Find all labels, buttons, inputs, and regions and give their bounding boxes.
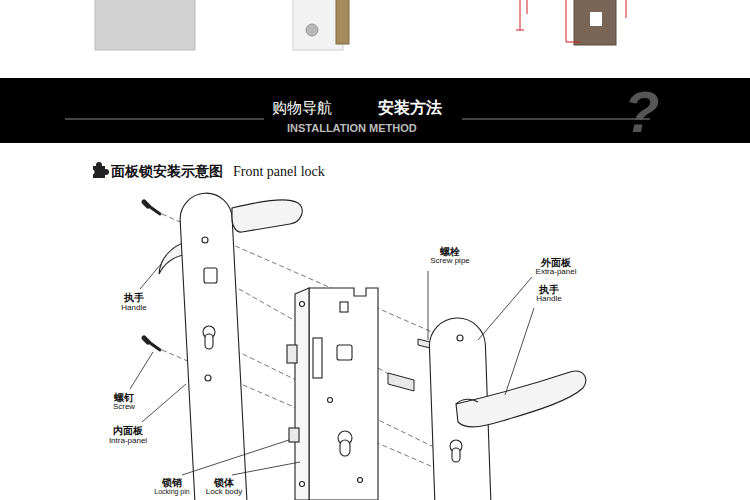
part-name-en: Handle xyxy=(536,295,561,304)
lock-body-part xyxy=(340,302,348,312)
band-rule xyxy=(462,119,650,120)
part-name: 执手 xyxy=(124,292,144,303)
part-name: 内面板 xyxy=(113,425,143,436)
outer-panel-part xyxy=(456,399,478,404)
puzzle-icon-part xyxy=(90,170,95,175)
outer-panel-part xyxy=(452,448,460,462)
question-icon: ? xyxy=(624,80,659,144)
product-photos-part xyxy=(306,24,318,36)
inner-panel xyxy=(159,192,302,500)
product-photos-part xyxy=(626,0,627,18)
product-photos-part xyxy=(95,0,195,50)
screws-part xyxy=(144,338,148,342)
inner-panel-part xyxy=(204,268,217,283)
inner-panel-part xyxy=(205,375,211,381)
product-photos-part xyxy=(520,0,521,30)
spindle-and-pipes xyxy=(388,339,434,391)
inner-panel-part xyxy=(202,237,208,243)
inner-panel-part xyxy=(232,200,302,232)
section-subtitle: INSTALLATION METHOD xyxy=(287,122,417,134)
part-name: 锁销 xyxy=(162,477,182,488)
screws xyxy=(144,202,160,350)
lock-body-part xyxy=(358,478,363,483)
part-name-en: Handle xyxy=(121,304,146,313)
leader-lines-part xyxy=(130,352,153,389)
lock-body-part xyxy=(295,288,309,500)
puzzle-icon-part xyxy=(103,169,109,175)
lock-body-part xyxy=(300,482,305,487)
leader-lines-part xyxy=(142,384,186,422)
leader-lines-part xyxy=(478,277,532,340)
nav-title: 购物导航 xyxy=(272,100,332,117)
product-photos-part xyxy=(590,12,602,26)
part-name: 螺栓 xyxy=(440,246,460,257)
leader-lines xyxy=(130,264,534,475)
figure-title: 面板锁安装示意图 xyxy=(111,164,223,179)
part-name-en: Screw pipe xyxy=(430,257,470,266)
part-name-en: Lock body xyxy=(206,488,242,497)
lock-body-part xyxy=(337,345,352,360)
leader-lines-part xyxy=(140,264,161,289)
part-name: 锁体 xyxy=(214,477,234,488)
lock-body-part xyxy=(289,428,299,442)
lock-body-part xyxy=(328,398,333,403)
product-photos-part xyxy=(574,0,616,45)
part-name: 外面板 xyxy=(541,257,571,268)
section-title: 安装方法 xyxy=(378,99,442,117)
product-photos-part xyxy=(566,42,580,43)
part-name-en: Extra-panel xyxy=(536,268,577,277)
lock-body-part xyxy=(340,440,350,456)
lock-body xyxy=(287,288,378,500)
outer-panel-part xyxy=(456,371,586,427)
part-name-en: Locking pin xyxy=(154,488,189,496)
product-photos-part xyxy=(336,0,349,44)
figure-title-en: Front panel lock xyxy=(233,164,325,179)
outer-panel xyxy=(428,317,585,500)
lock-body-part xyxy=(287,345,297,363)
part-name-en: Intra-panel xyxy=(109,437,147,446)
lock-body-part xyxy=(313,338,322,378)
product-photos-part xyxy=(527,0,528,14)
inner-panel-part xyxy=(179,192,249,500)
puzzle-icon xyxy=(90,162,110,178)
inner-panel-part xyxy=(205,334,213,349)
part-name: 螺钉 xyxy=(114,392,134,403)
product-photos-part xyxy=(566,0,567,42)
lock-body-part xyxy=(300,302,305,307)
leader-lines-part xyxy=(232,462,300,475)
product-photos xyxy=(95,0,626,50)
puzzle-icon-part xyxy=(96,162,102,168)
screws-part xyxy=(144,202,148,206)
band-rule xyxy=(65,119,264,120)
product-photos-part xyxy=(516,30,524,31)
part-name-en: Screw xyxy=(113,403,135,412)
lock-body-part xyxy=(309,288,378,500)
outer-panel-part xyxy=(457,335,463,341)
spindle-and-pipes-part xyxy=(388,373,414,391)
leader-lines-part xyxy=(182,440,289,475)
leader-lines-part xyxy=(505,308,534,395)
leader-lines-part xyxy=(428,271,429,340)
part-name: 执手 xyxy=(539,284,559,295)
